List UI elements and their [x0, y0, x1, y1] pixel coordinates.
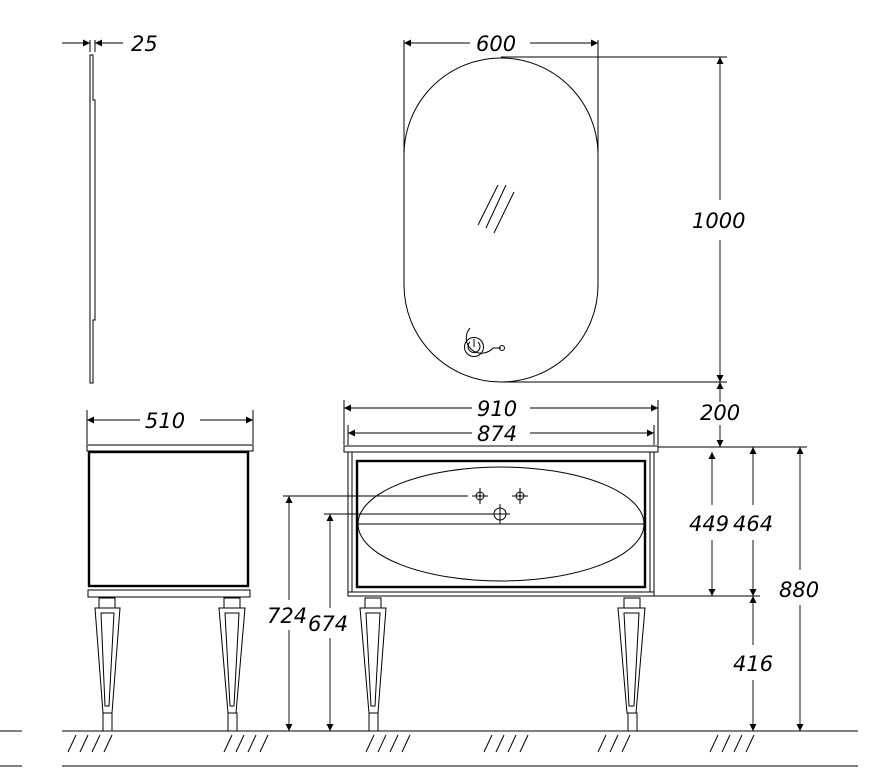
dim-tap-height: 674	[308, 513, 490, 731]
dim-countertop-width: 910	[343, 397, 659, 445]
mirror-side-view	[89, 40, 96, 384]
dim-drawer-height: 449	[689, 452, 729, 596]
dim-gap-mirror-cabinet: 200	[700, 382, 740, 447]
dim-label-mirror-height: 1000	[692, 209, 745, 233]
dim-mirror-width: 600	[404, 32, 598, 56]
dim-leg-height: 416	[733, 596, 773, 731]
power-button-icon	[464, 327, 505, 357]
faucet-hole-icon	[472, 488, 528, 504]
cabinet-front-view	[343, 445, 659, 732]
dim-cabinet-body-height: 464	[733, 447, 773, 596]
dim-label-cabinet-body-height: 464	[733, 512, 773, 536]
dim-label-mirror-depth: 25	[131, 32, 158, 56]
dim-cabinet-depth: 510	[86, 409, 254, 444]
dim-label-leg-height: 416	[733, 652, 773, 676]
dim-mirror-height: 1000	[501, 56, 745, 383]
glass-reflection-icon	[477, 184, 515, 234]
dim-total-height: 880	[779, 447, 819, 731]
mirror-front-view	[403, 40, 599, 383]
dim-label-countertop-width: 910	[477, 397, 517, 421]
floor	[0, 730, 858, 767]
dim-cabinet-width: 874	[347, 422, 655, 446]
dim-label-gap-mirror-cabinet: 200	[700, 401, 740, 425]
dim-label-tap-height: 674	[308, 612, 348, 636]
dim-label-cabinet-width: 874	[477, 422, 517, 446]
dim-mirror-depth: 25	[62, 32, 158, 56]
dim-label-cabinet-depth: 510	[145, 409, 185, 433]
floor-hatch-icon	[67, 734, 755, 753]
dim-label-drawer-height: 449	[689, 512, 729, 536]
dim-label-drain-height: 724	[267, 604, 307, 628]
dim-label-mirror-width: 600	[476, 32, 516, 56]
cabinet-side-view	[86, 444, 254, 732]
dim-drain-height: 724	[267, 495, 468, 731]
dim-extension-lines-right	[654, 446, 807, 597]
drain-icon	[490, 504, 510, 524]
dim-label-total-height: 880	[779, 578, 819, 602]
